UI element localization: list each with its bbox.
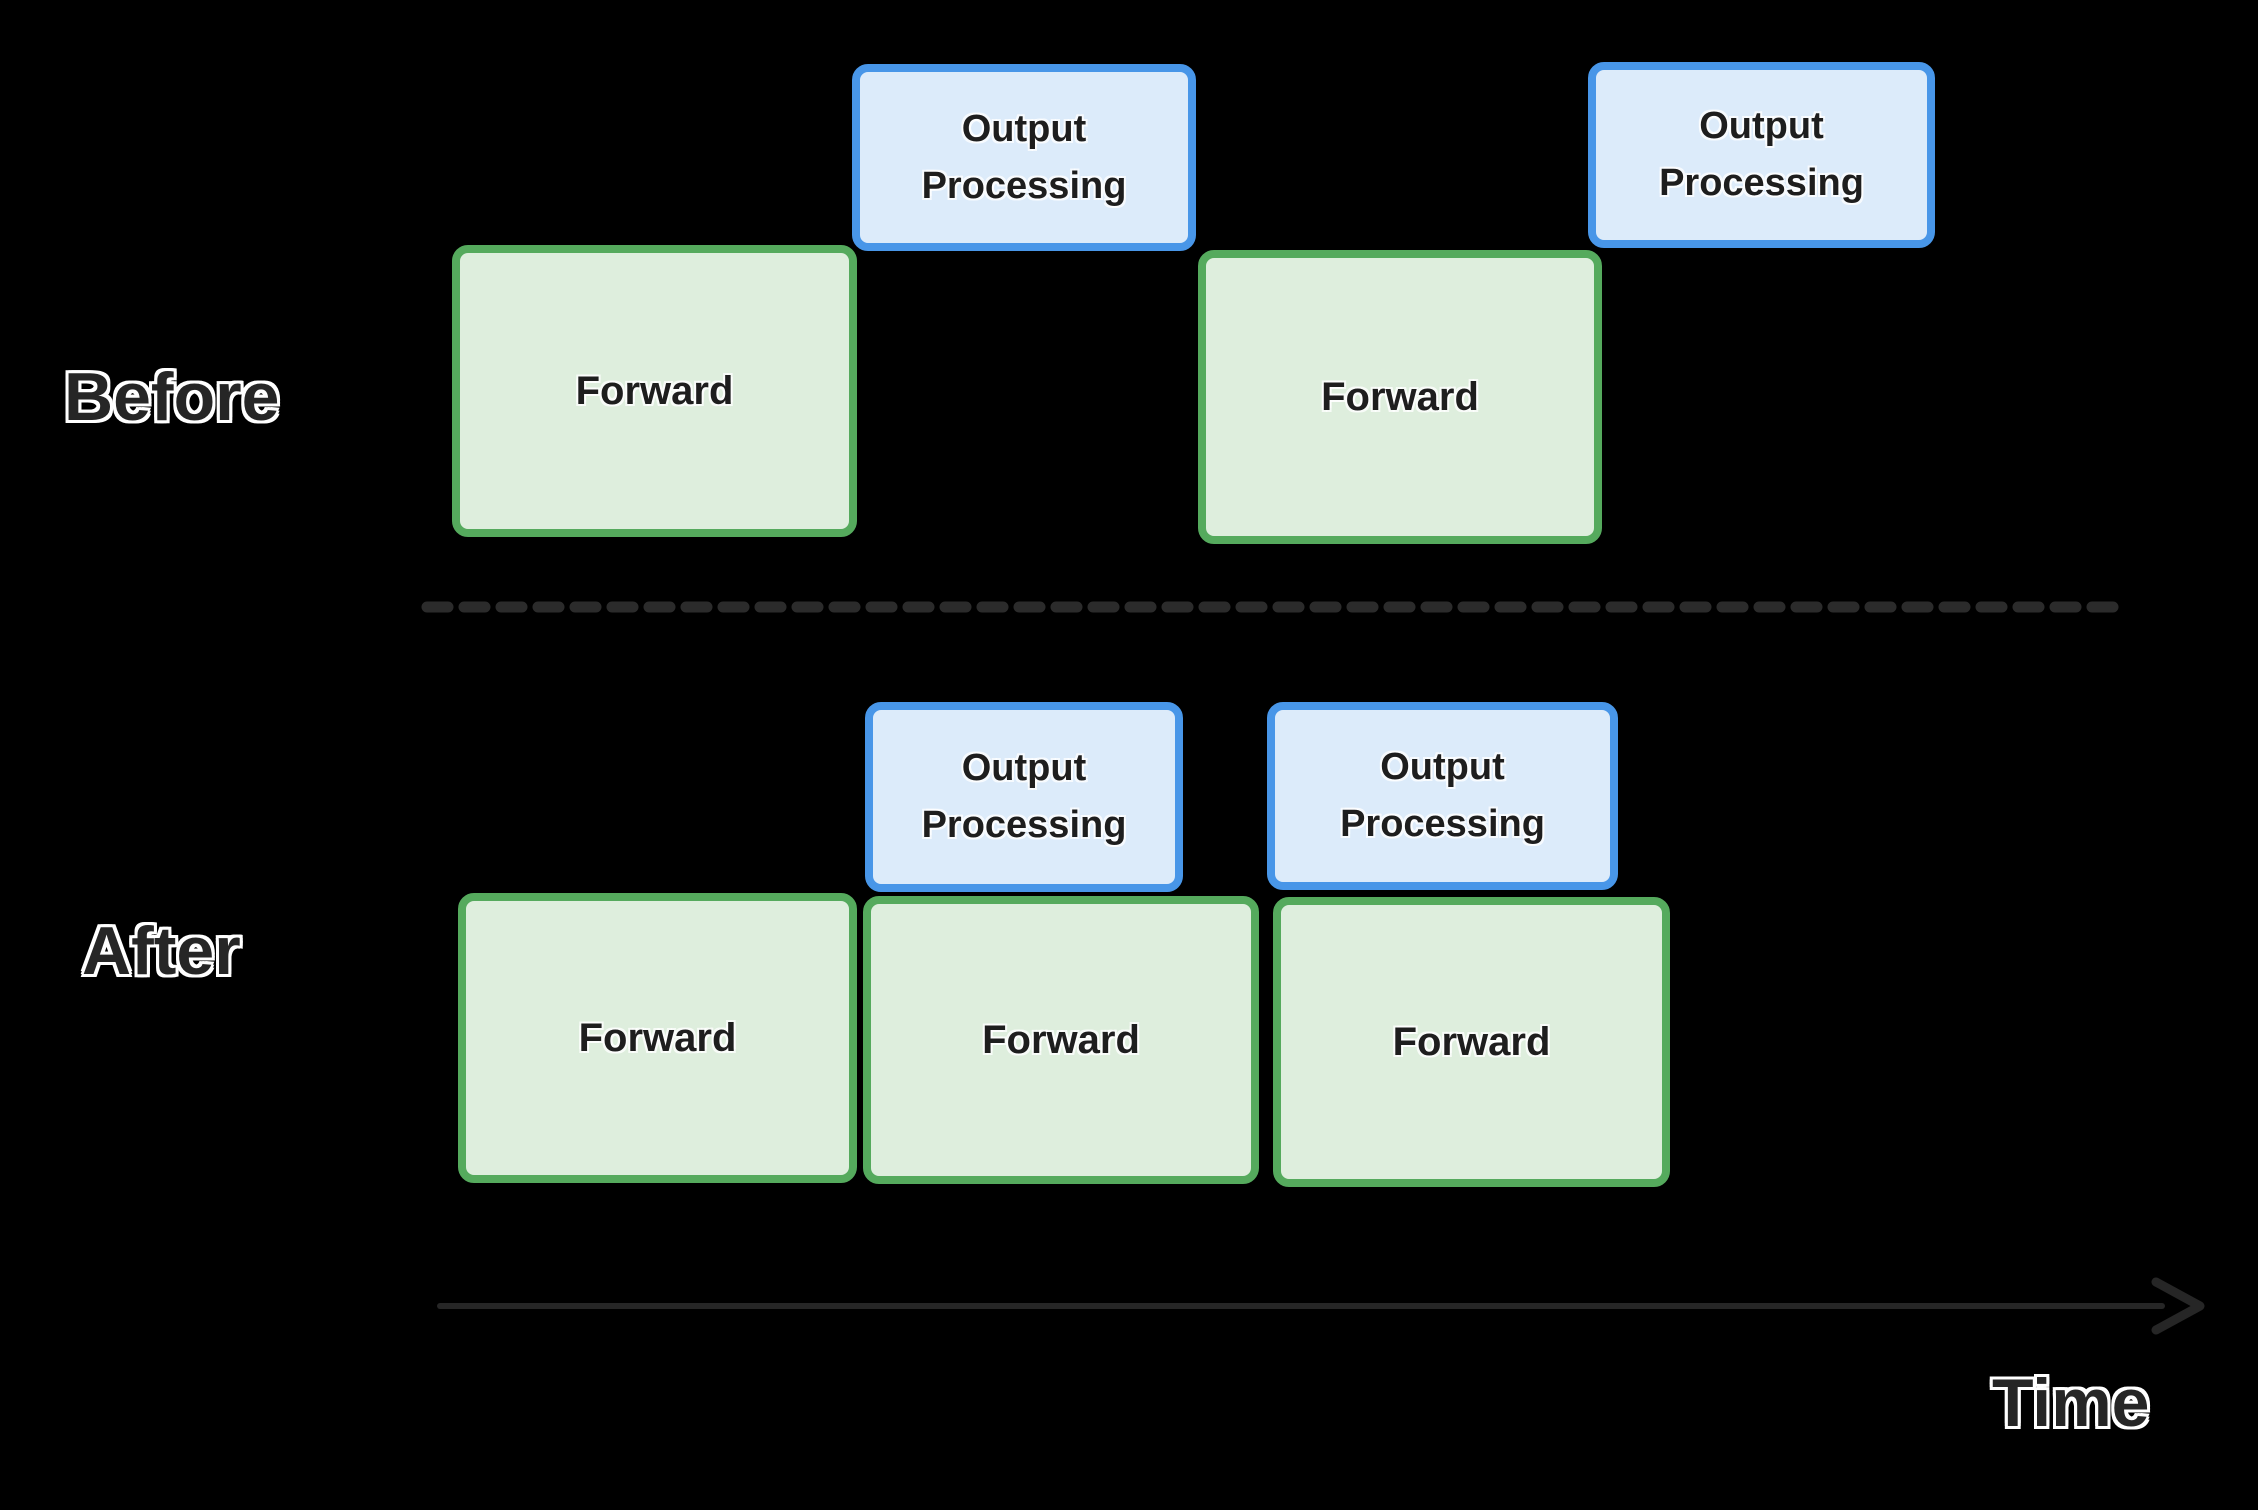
after-row-label: After (82, 913, 241, 989)
forward-box-label: Forward (575, 368, 734, 413)
time-axis-arrowhead-icon (2151, 1277, 2205, 1335)
after-output-processing-box-2: Output Processing (1267, 702, 1618, 890)
after-forward-box-2: Forward (863, 896, 1259, 1184)
time-axis-label: Time (1992, 1365, 2150, 1441)
after-forward-box-1: Forward (458, 893, 857, 1183)
before-forward-box-2: Forward (1198, 250, 1602, 544)
output-processing-box-label: Output Processing (921, 107, 1127, 207)
output-processing-box-label: Output Processing (1659, 105, 1864, 204)
after-forward-box-3: Forward (1273, 897, 1670, 1187)
forward-box-label: Forward (1321, 374, 1479, 419)
before-forward-box-1: Forward (452, 245, 857, 537)
before-output-processing-box-2: Output Processing (1588, 62, 1935, 248)
output-processing-box-label: Output Processing (921, 747, 1127, 846)
before-row-label: Before (64, 359, 280, 435)
forward-box-label: Forward (982, 1017, 1140, 1062)
forward-box-label: Forward (1392, 1019, 1551, 1064)
forward-box-label: Forward (578, 1015, 737, 1060)
output-processing-box-label: Output Processing (1340, 746, 1545, 845)
after-output-processing-box-1: Output Processing (865, 702, 1183, 892)
before-output-processing-box-1: Output Processing (852, 64, 1196, 251)
